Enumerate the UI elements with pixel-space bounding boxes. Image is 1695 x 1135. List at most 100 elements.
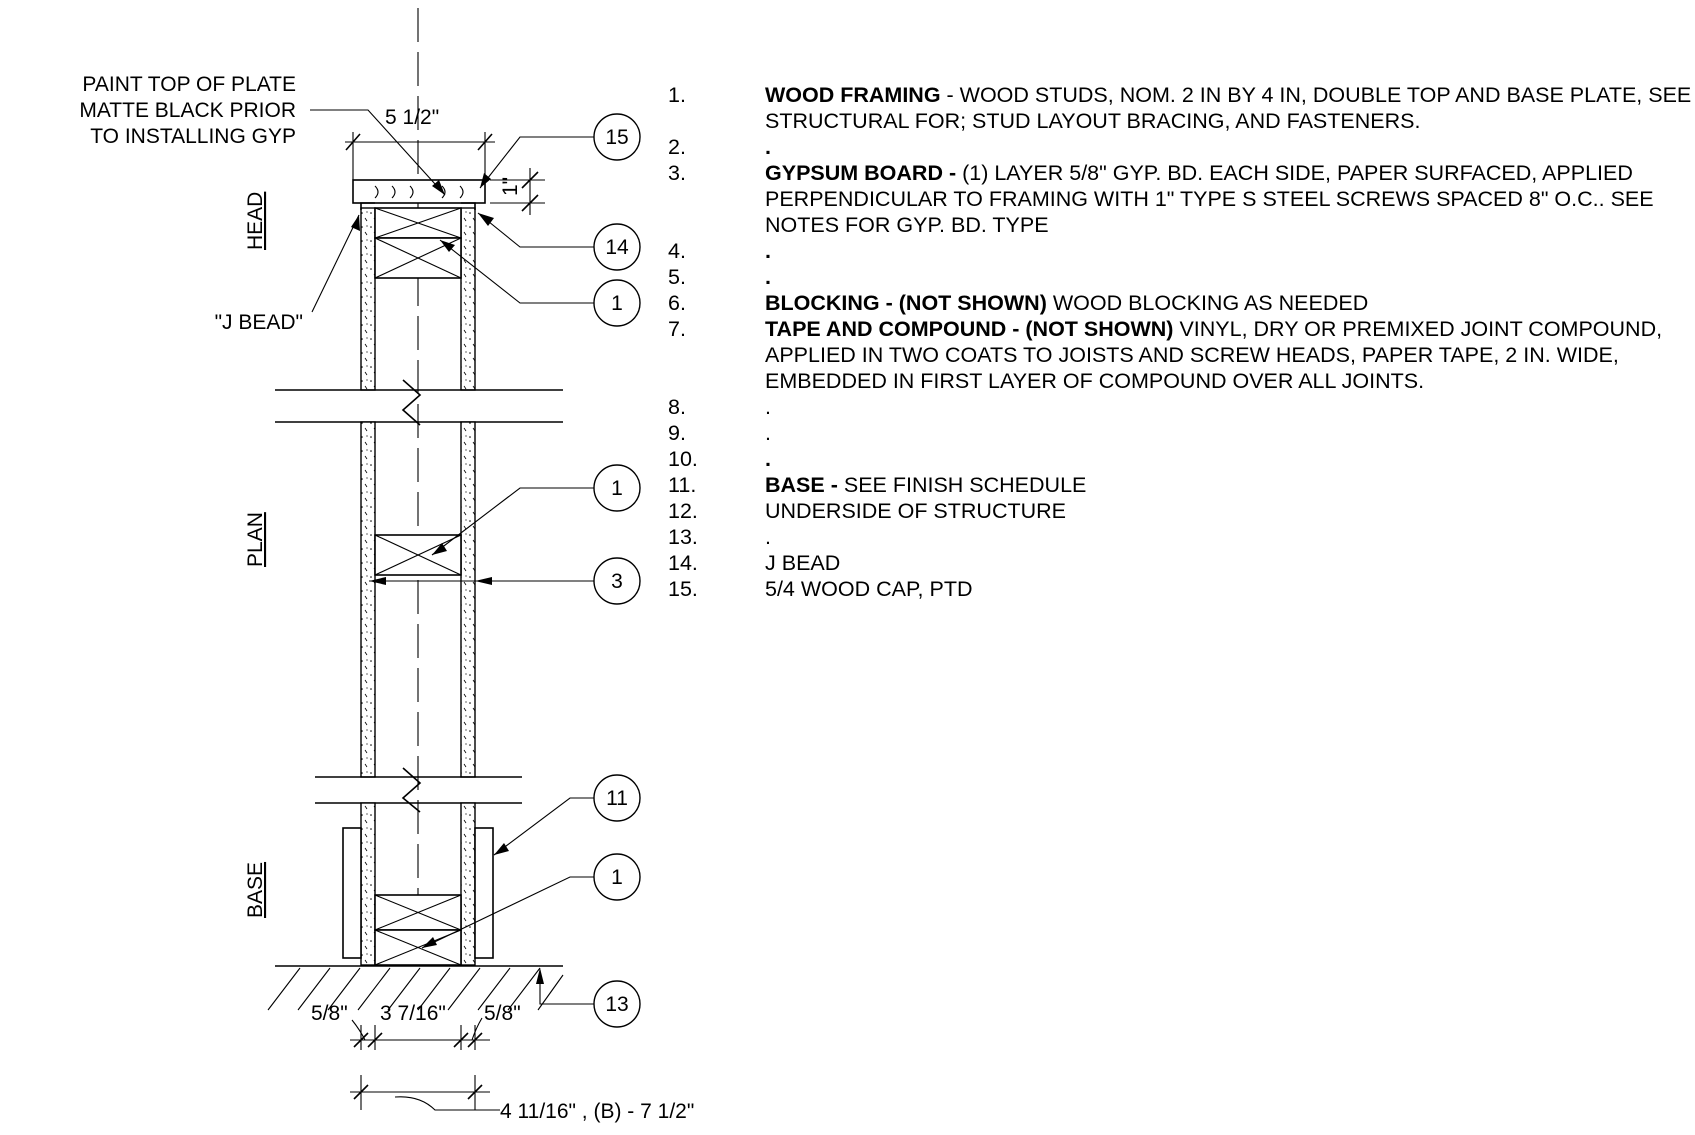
gyp-board-left-plan bbox=[360, 421, 376, 778]
note-text: J BEAD bbox=[765, 551, 841, 575]
note-item: 5.. bbox=[668, 264, 1693, 290]
note-body: WOOD FRAMING - WOOD STUDS, NOM. 2 IN BY … bbox=[765, 82, 1693, 134]
gyp-board-left-base bbox=[360, 802, 376, 966]
note-number: 2. bbox=[668, 135, 686, 159]
note-body: . bbox=[765, 238, 1693, 264]
callout-1-base-text: 1 bbox=[611, 866, 623, 889]
note-item: 14. J BEAD bbox=[668, 550, 1693, 576]
note-number: 7. bbox=[668, 317, 686, 341]
break-line-lower bbox=[401, 767, 422, 813]
callout-3-text: 3 bbox=[611, 570, 623, 593]
note-item: 8.. bbox=[668, 394, 1693, 420]
dim-gyp-right: 5/8" bbox=[484, 1002, 521, 1025]
gyp-board-right-base bbox=[460, 802, 476, 966]
note-item: 7. TAPE AND COMPOUND - (NOT SHOWN) VINYL,… bbox=[668, 316, 1693, 394]
note-number: 5. bbox=[668, 265, 686, 289]
gyp-board-right-head bbox=[460, 207, 476, 391]
j-bead-left bbox=[360, 202, 375, 210]
break-line-upper bbox=[401, 379, 422, 426]
view-label-plan: PLAN bbox=[244, 512, 267, 567]
view-label-head: HEAD bbox=[244, 192, 267, 250]
note-item: 15.5/4 WOOD CAP, PTD bbox=[668, 576, 1693, 602]
note-text: (1) LAYER 5/8" GYP. BD. EACH SIDE, PAPER… bbox=[765, 161, 1654, 237]
note-heading: BASE - bbox=[765, 473, 838, 497]
note-number: 14. bbox=[668, 551, 698, 575]
note-text: 5/4 WOOD CAP, PTD bbox=[765, 577, 973, 601]
label-paint-3: TO INSTALLING GYP bbox=[90, 125, 296, 148]
note-text: . bbox=[765, 421, 771, 445]
note-text: . bbox=[765, 525, 771, 549]
note-body: . bbox=[765, 264, 1693, 290]
note-number: 6. bbox=[668, 291, 686, 315]
gyp-board-right-plan bbox=[460, 421, 476, 778]
view-label-base: BASE bbox=[244, 862, 267, 918]
note-body: BLOCKING - (NOT SHOWN) WOOD BLOCKING AS … bbox=[765, 290, 1693, 316]
note-number: 12. bbox=[668, 499, 698, 523]
label-paint-1: PAINT TOP OF PLATE bbox=[82, 73, 296, 96]
note-body: . bbox=[765, 446, 1693, 472]
note-item: 3. GYPSUM BOARD - (1) LAYER 5/8" GYP. BD.… bbox=[668, 160, 1693, 238]
note-item: 9.. bbox=[668, 420, 1693, 446]
callout-11-text: 11 bbox=[606, 787, 628, 810]
note-heading: . bbox=[765, 135, 771, 159]
note-body: . bbox=[765, 394, 1693, 420]
note-heading: . bbox=[765, 239, 771, 263]
note-number: 10. bbox=[668, 447, 698, 471]
note-text: VINYL, DRY OR PREMIXED JOINT COMPOUND, A… bbox=[765, 317, 1663, 393]
structure-hatch bbox=[267, 967, 564, 1011]
note-text: SEE FINISH SCHEDULE bbox=[837, 473, 1087, 497]
note-body: BASE - SEE FINISH SCHEDULE bbox=[765, 472, 1693, 498]
wood-cap-grain bbox=[374, 185, 464, 199]
note-item: 4.. bbox=[668, 238, 1693, 264]
dim-top-width: 5 1/2" bbox=[385, 106, 439, 129]
note-item: 10.. bbox=[668, 446, 1693, 472]
note-body: . bbox=[765, 524, 1693, 550]
dim-stud: 3 7/16" bbox=[380, 1002, 446, 1025]
note-heading: WOOD FRAMING bbox=[765, 83, 941, 107]
j-bead-right bbox=[461, 202, 476, 210]
note-number: 9. bbox=[668, 421, 686, 445]
dim-cap-thickness: 1" bbox=[499, 177, 522, 196]
note-number: 13. bbox=[668, 525, 698, 549]
callout-1-head-text: 1 bbox=[611, 292, 623, 315]
note-number: 4. bbox=[668, 239, 686, 263]
base-trim-left bbox=[342, 827, 362, 959]
note-body: . bbox=[765, 420, 1693, 446]
note-item: 11. BASE - SEE FINISH SCHEDULE bbox=[668, 472, 1693, 498]
note-heading: BLOCKING - (NOT SHOWN) bbox=[765, 291, 1047, 315]
base-trim-right bbox=[474, 827, 494, 959]
note-number: 8. bbox=[668, 395, 686, 419]
note-heading: GYPSUM BOARD - bbox=[765, 161, 957, 185]
note-item: 12. UNDERSIDE OF STRUCTURE bbox=[668, 498, 1693, 524]
callout-15-text: 15 bbox=[605, 126, 628, 149]
note-text: - WOOD STUDS, NOM. 2 IN BY 4 IN, DOUBLE … bbox=[765, 83, 1692, 133]
note-item: 1. WOOD FRAMING - WOOD STUDS, NOM. 2 IN B… bbox=[668, 82, 1693, 134]
note-item: 2.. bbox=[668, 134, 1693, 160]
note-text: UNDERSIDE OF STRUCTURE bbox=[765, 499, 1067, 523]
label-j-bead: "J BEAD" bbox=[215, 311, 303, 334]
callout-14-text: 14 bbox=[605, 236, 629, 259]
note-number: 11. bbox=[668, 473, 697, 497]
note-text: . bbox=[765, 395, 771, 419]
note-text: WOOD BLOCKING AS NEEDED bbox=[1046, 291, 1369, 315]
label-paint-2: MATTE BLACK PRIOR bbox=[79, 99, 296, 122]
note-body: GYPSUM BOARD - (1) LAYER 5/8" GYP. BD. E… bbox=[765, 160, 1693, 238]
note-heading: . bbox=[765, 265, 771, 289]
note-number: 1. bbox=[668, 83, 686, 107]
note-heading: TAPE AND COMPOUND - (NOT SHOWN) bbox=[765, 317, 1174, 341]
general-notes-list: 1. WOOD FRAMING - WOOD STUDS, NOM. 2 IN B… bbox=[668, 82, 1693, 602]
wood-cap bbox=[352, 179, 486, 204]
note-heading: . bbox=[765, 447, 771, 471]
note-number: 3. bbox=[668, 161, 686, 185]
note-body: . bbox=[765, 134, 1693, 160]
note-body: TAPE AND COMPOUND - (NOT SHOWN) VINYL, D… bbox=[765, 316, 1693, 394]
note-item: 13.. bbox=[668, 524, 1693, 550]
note-body: UNDERSIDE OF STRUCTURE bbox=[765, 498, 1693, 524]
callout-1-plan-text: 1 bbox=[611, 477, 623, 500]
gyp-board-left-head bbox=[360, 207, 376, 391]
dim-gyp-left: 5/8" bbox=[311, 1002, 348, 1025]
callout-13-text: 13 bbox=[605, 993, 628, 1016]
note-item: 6. BLOCKING - (NOT SHOWN) WOOD BLOCKING A… bbox=[668, 290, 1693, 316]
note-body: 5/4 WOOD CAP, PTD bbox=[765, 576, 1693, 602]
